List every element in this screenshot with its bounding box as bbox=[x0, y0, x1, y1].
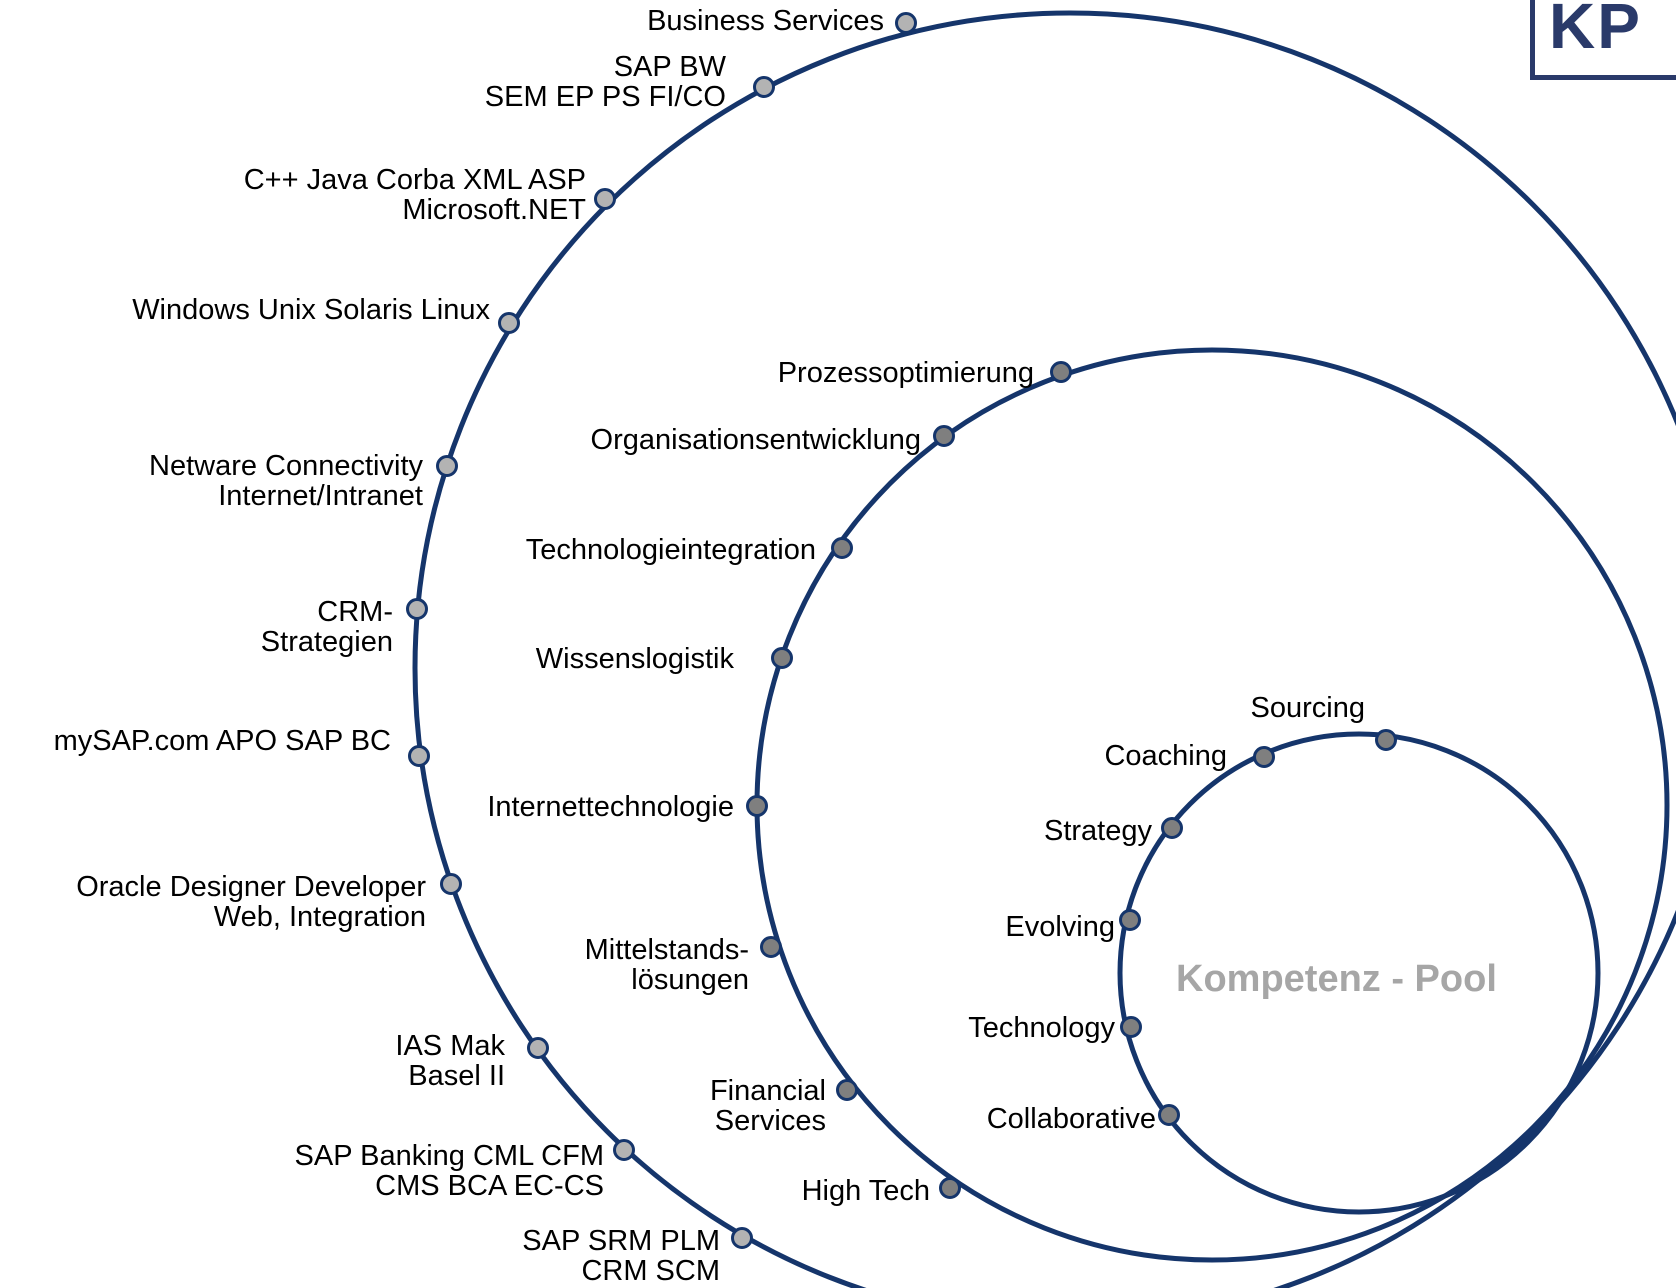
label-line: IAS Mak bbox=[395, 1030, 505, 1062]
label-line: Services bbox=[714, 1105, 826, 1137]
middle-ring-label: Internettechnologie bbox=[487, 792, 734, 822]
inner-ring-node bbox=[1119, 909, 1141, 931]
outer-ring-label: Business Services bbox=[647, 6, 884, 36]
outer-ring-node bbox=[895, 12, 917, 34]
outer-ring-node bbox=[440, 873, 462, 895]
label-line: Collaborative bbox=[986, 1103, 1156, 1135]
outer-ring-node bbox=[498, 312, 520, 334]
label-line: Financial bbox=[709, 1075, 826, 1107]
label-line: Internettechnologie bbox=[487, 791, 734, 823]
outer-ring-node bbox=[731, 1227, 753, 1249]
inner-ring-node bbox=[1120, 1016, 1142, 1038]
outer-ring-node bbox=[527, 1037, 549, 1059]
middle-ring-label: Mittelstands-lösungen bbox=[585, 935, 749, 995]
outer-ring-label: mySAP.com APO SAP BC bbox=[54, 726, 391, 756]
middle-ring-node bbox=[1050, 361, 1072, 383]
label-line: Netware Connectivity bbox=[149, 450, 423, 482]
inner-ring-label: Evolving bbox=[1005, 912, 1115, 942]
inner-ring-node bbox=[1161, 817, 1183, 839]
middle-ring-node bbox=[771, 647, 793, 669]
middle-ring-label: Organisationsentwicklung bbox=[591, 425, 921, 455]
middle-ring-node bbox=[933, 425, 955, 447]
label-line: Wissenslogistik bbox=[535, 643, 734, 675]
label-line: Web, Integration bbox=[213, 901, 426, 933]
inner-ring-node bbox=[1253, 746, 1275, 768]
inner-ring-label: Technology bbox=[968, 1013, 1115, 1043]
inner-ring-label: Strategy bbox=[1044, 816, 1152, 846]
inner-ring-node bbox=[1158, 1104, 1180, 1126]
label-line: Basel II bbox=[408, 1060, 505, 1092]
outer-ring bbox=[412, 10, 1676, 1288]
middle-ring-node bbox=[760, 936, 782, 958]
label-line: Strategy bbox=[1044, 815, 1152, 847]
inner-ring bbox=[1117, 731, 1601, 1215]
label-line: Mittelstands- bbox=[584, 934, 749, 966]
label-line: CRM- bbox=[317, 596, 393, 628]
label-line: Technologieintegration bbox=[525, 534, 816, 566]
label-line: SEM EP PS FI/CO bbox=[484, 81, 726, 113]
inner-ring-label: Coaching bbox=[1104, 741, 1227, 771]
label-line: Prozessoptimierung bbox=[777, 357, 1034, 389]
outer-ring-node bbox=[408, 745, 430, 767]
middle-ring-node bbox=[831, 537, 853, 559]
label-line: Microsoft.NET bbox=[402, 194, 586, 226]
inner-ring-label: Sourcing bbox=[1251, 693, 1365, 723]
outer-ring-node bbox=[436, 455, 458, 477]
label-line: High Tech bbox=[801, 1175, 930, 1207]
outer-ring-node bbox=[753, 76, 775, 98]
middle-ring-label: Wissenslogistik bbox=[536, 644, 734, 674]
label-line: SAP BW bbox=[613, 51, 726, 83]
label-line: Evolving bbox=[1005, 911, 1115, 943]
label-line: SAP Banking CML CFM bbox=[294, 1140, 604, 1172]
label-line: Internet/Intranet bbox=[218, 480, 423, 512]
middle-ring-label: Technologieintegration bbox=[526, 535, 816, 565]
company-logo: KP bbox=[1530, 0, 1676, 80]
outer-ring-node bbox=[594, 188, 616, 210]
label-line: CRM SCM bbox=[581, 1255, 720, 1287]
label-line: Windows Unix Solaris Linux bbox=[132, 294, 490, 326]
inner-ring-node bbox=[1375, 729, 1397, 751]
label-line: Organisationsentwicklung bbox=[590, 424, 921, 456]
label-line: Business Services bbox=[647, 5, 884, 37]
label-line: C++ Java Corba XML ASP bbox=[243, 164, 586, 196]
middle-ring-label: Prozessoptimierung bbox=[778, 358, 1034, 388]
label-line: Technology bbox=[968, 1012, 1115, 1044]
label-line: Coaching bbox=[1104, 740, 1227, 772]
middle-ring-node bbox=[746, 795, 768, 817]
label-line: Strategien bbox=[260, 626, 393, 658]
label-line: Oracle Designer Developer bbox=[76, 871, 426, 903]
outer-ring-label: Windows Unix Solaris Linux bbox=[132, 295, 490, 325]
middle-ring-node bbox=[836, 1079, 858, 1101]
outer-ring-label: CRM-Strategien bbox=[261, 597, 393, 657]
label-line: SAP SRM PLM bbox=[522, 1225, 720, 1257]
center-title: Kompetenz - Pool bbox=[1176, 958, 1497, 1000]
label-line: lösungen bbox=[631, 964, 749, 996]
label-line: Sourcing bbox=[1250, 692, 1365, 724]
middle-ring-label: High Tech bbox=[802, 1176, 930, 1206]
label-line: mySAP.com APO SAP BC bbox=[53, 725, 391, 757]
outer-ring-node bbox=[613, 1139, 635, 1161]
label-line: CMS BCA EC-CS bbox=[375, 1170, 604, 1202]
inner-ring-label: Collaborative bbox=[987, 1104, 1156, 1134]
outer-ring-node bbox=[406, 598, 428, 620]
logo-text: KP bbox=[1549, 0, 1642, 62]
middle-ring-node bbox=[939, 1177, 961, 1199]
